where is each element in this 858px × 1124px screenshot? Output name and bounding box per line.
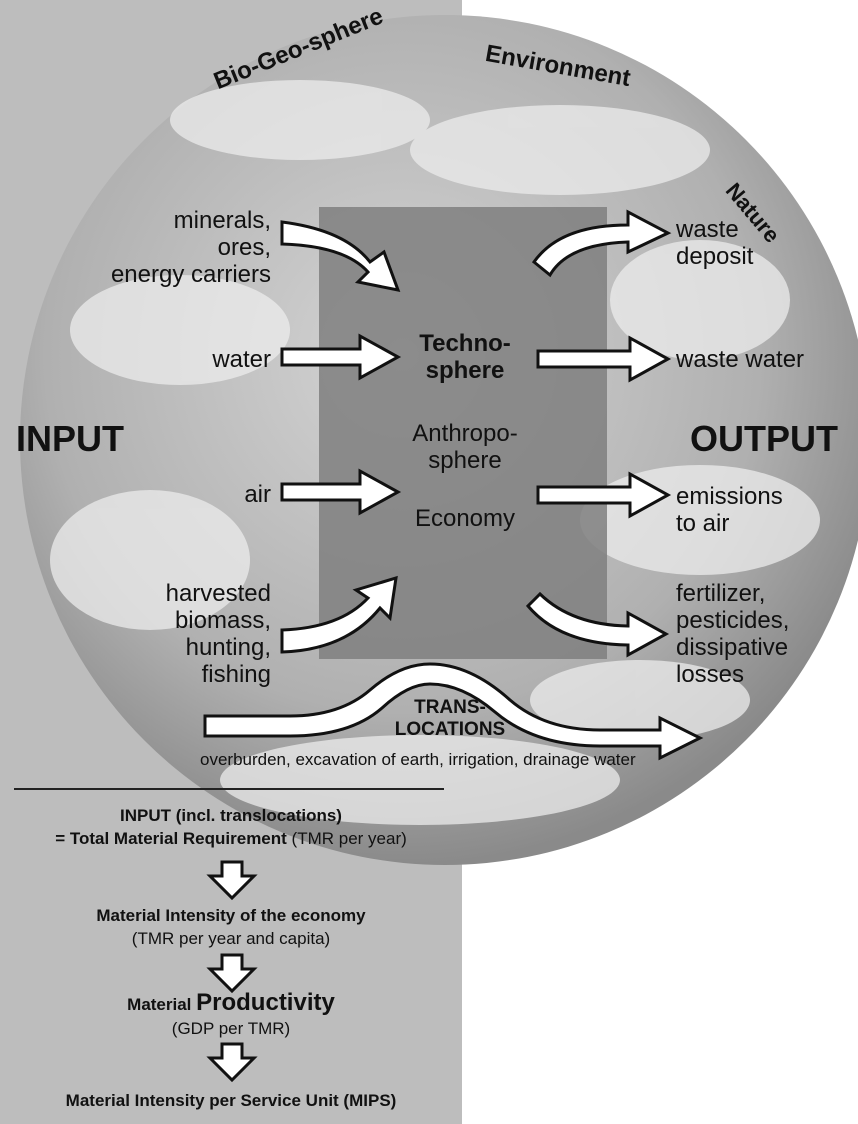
output-emissions-line: emissions [676,483,783,510]
output-waste-water-line: waste water [676,346,805,373]
anthropo-line: Anthropo- [412,420,518,447]
chain-arrow-1-icon [206,860,258,901]
output-waste-deposit: waste deposit [676,216,753,270]
anthropo-line: sphere [428,447,502,474]
input-minerals-line: ores, [217,234,271,261]
chain-step-1-line-1: INPUT (incl. translocations) [120,806,342,825]
translocations-line: LOCATIONS [394,719,506,740]
arrow-biomass-icon [280,575,398,654]
translocations-caption: overburden, excavation of earth, irrigat… [200,750,636,769]
tmr-bold: = Total Material Requirement [55,829,287,848]
input-biomass-line: biomass, [174,607,271,634]
techno-line: sphere [425,357,505,384]
input-biomass-line: harvested [165,580,271,607]
input-water-line: water [212,346,271,373]
arrow-waste-deposit-icon [531,209,672,278]
output-emissions-line: to air [676,510,730,537]
chain-arrow-2-icon [206,953,258,994]
chain-step-2-line-2: (TMR per year and capita) [131,929,331,948]
arrow-translocations-icon [203,662,704,761]
output-waste-deposit-line: waste [676,216,739,243]
input-minerals: minerals, ores, energy carriers [111,207,271,288]
output-fertilizer: fertilizer, pesticides, dissipative loss… [676,580,789,688]
arrow-emissions-icon [536,471,672,519]
output-fertilizer-line: dissipative [676,634,789,661]
input-biomass-line: hunting, [185,634,271,661]
arrow-waste-water-icon [536,335,672,383]
input-minerals-line: energy carriers [110,261,271,288]
input-biomass: harvested biomass, hunting, fishing [166,580,271,688]
techno-line: Techno- [419,330,511,357]
input-air-line: air [244,481,271,508]
chain-arrow-3-icon [206,1042,258,1083]
output-fertilizer-line: losses [676,661,745,688]
arrow-air-icon [280,468,402,516]
anthroposphere-label: Anthropo- sphere [390,420,540,474]
output-fertilizer-line: pesticides, [676,607,790,634]
productivity-prefix: Material [127,995,197,1014]
input-heading: INPUT [16,418,124,459]
output-fertilizer-line: fertilizer, [676,580,766,607]
technosphere-title: Techno- sphere [400,330,530,384]
tmr-rest: (TMR per year) [286,829,407,848]
input-minerals-line: minerals, [173,207,271,234]
chain-step-3-line-2: (GDP per TMR) [171,1019,291,1038]
arrow-water-icon [280,333,402,381]
chain-step-2-line-1: Material Intensity of the economy [96,906,366,925]
divider-line [14,788,444,790]
output-waste-water: waste water [676,346,804,373]
arrow-minerals-icon [280,220,401,292]
arrow-fertilizer-icon [525,591,670,658]
economy-label: Economy [414,505,516,532]
output-heading: OUTPUT [690,418,838,459]
input-air: air [244,481,271,508]
translocations-line: TRANS- [414,697,486,718]
chain-step-4: Material Intensity per Service Unit (MIP… [65,1091,397,1110]
input-water: water [212,346,271,373]
output-waste-deposit-line: deposit [676,243,754,270]
translocations-title: TRANS- LOCATIONS [380,697,520,741]
chain-step-3-line-1: Material Productivity [0,989,462,1016]
productivity-big: Productivity [196,989,335,1016]
output-emissions: emissions to air [676,483,783,537]
input-biomass-line: fishing [201,661,271,688]
chain-step-1-line-2: = Total Material Requirement (TMR per ye… [0,828,462,850]
